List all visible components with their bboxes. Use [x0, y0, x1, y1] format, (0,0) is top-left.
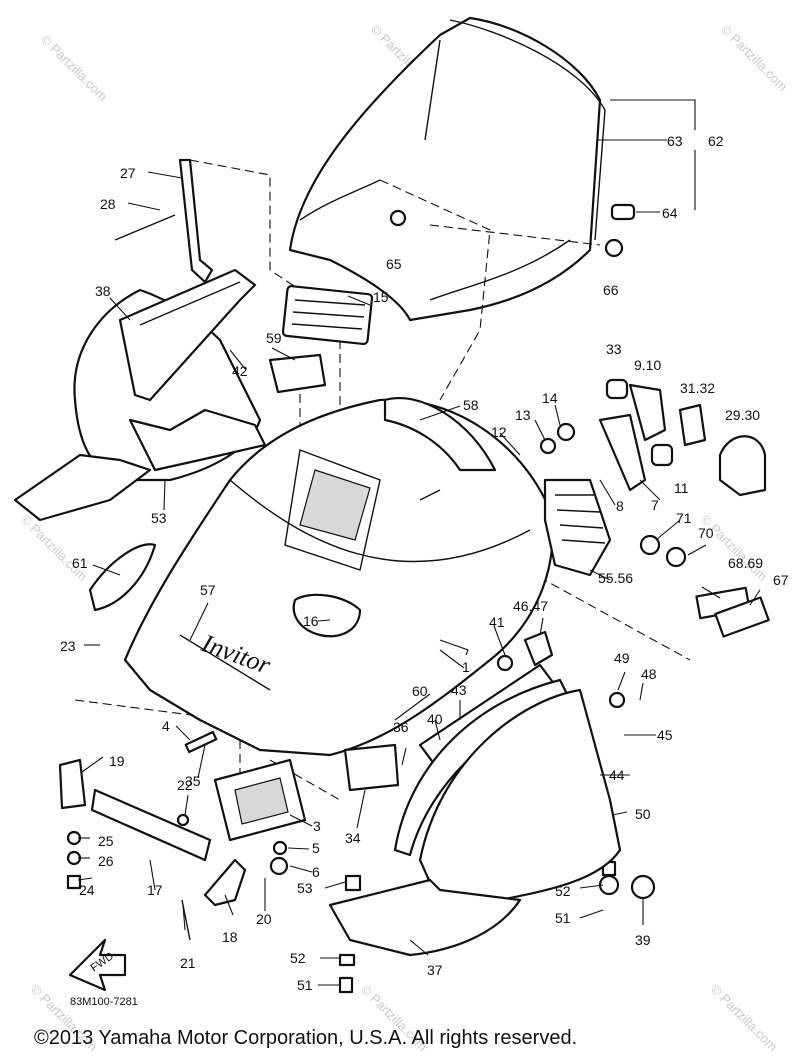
callout: 9.10: [634, 357, 661, 373]
callout: 50: [635, 806, 651, 822]
callout: 26: [98, 853, 114, 869]
callout: 61: [72, 555, 88, 571]
callout: 40: [427, 711, 443, 727]
main-hood: Invitor: [123, 398, 554, 757]
callout: 14: [542, 390, 558, 406]
callout: 18: [222, 929, 238, 945]
callout: 15: [373, 289, 389, 305]
callout: 52: [555, 883, 571, 899]
watermark: © Partzilla.com: [18, 512, 91, 585]
callout: 16: [303, 613, 319, 629]
callout: 64: [662, 205, 678, 221]
callout: 68.69: [728, 555, 763, 571]
diagram-code: 83M100-7281: [70, 996, 138, 1008]
callout: 24: [79, 882, 95, 898]
callout: 37: [427, 962, 443, 978]
windshield: [288, 16, 606, 322]
callout-labels: 1 3 4 5 6 7 8 9.10 11 12 13 14 15 16 17 …: [60, 133, 789, 993]
callout: 52: [290, 950, 306, 966]
callout: 49: [614, 650, 630, 666]
callout: 22: [177, 777, 193, 793]
right-small-parts: [496, 378, 770, 900]
part-61-decal: [88, 543, 157, 612]
copyright-notice: ©2013 Yamaha Motor Corporation, U.S.A. A…: [34, 1027, 577, 1049]
callout: 51: [555, 910, 571, 926]
watermark: © Partzilla.com: [698, 512, 771, 585]
callout: 19: [109, 753, 125, 769]
callout: 65: [386, 256, 402, 272]
callout: 17: [147, 882, 163, 898]
callout: 35: [185, 773, 201, 789]
part-55-56-grille: [543, 478, 612, 577]
leader-lines: [77, 99, 761, 986]
callout: 70: [698, 525, 714, 541]
callout: 13: [515, 407, 531, 423]
watermark: © Partzilla.com: [718, 22, 791, 95]
callout: 6: [312, 864, 320, 880]
callout: 43: [451, 682, 467, 698]
part-65-bolt: [389, 209, 407, 227]
callout: 71: [676, 510, 692, 526]
callout: 53: [297, 880, 313, 896]
callout: 27: [120, 165, 136, 181]
callout: 12: [491, 424, 507, 440]
lower-right-panel: [328, 663, 622, 957]
callout: 66: [603, 282, 619, 298]
callout: 48: [641, 666, 657, 682]
callout: 39: [635, 932, 651, 948]
callout: 5: [312, 840, 320, 856]
callout: 41: [489, 614, 505, 630]
part-27-strap: [178, 158, 214, 284]
callout: 11: [674, 480, 689, 496]
callout: 8: [616, 498, 624, 514]
callout: 25: [98, 833, 114, 849]
callout: 3: [313, 818, 321, 834]
part-28-spring: [114, 214, 176, 241]
callout: 7: [651, 497, 659, 513]
callout: 23: [60, 638, 76, 654]
left-side-panel: [13, 268, 267, 522]
callout: 20: [256, 911, 272, 927]
callout: 34: [345, 830, 361, 846]
callout: 42: [232, 363, 248, 379]
callout: 28: [100, 196, 116, 212]
callout: 4: [162, 718, 170, 734]
callout: 38: [95, 283, 111, 299]
part-59-pad: [268, 353, 327, 394]
callout: 67: [773, 572, 789, 588]
callout: 45: [657, 727, 673, 743]
callout: 58: [463, 397, 479, 413]
callout: 31.32: [680, 380, 715, 396]
part-64-clip: [610, 203, 636, 221]
watermark: © Partzilla.com: [708, 982, 781, 1055]
fwd-arrow: FWD: [68, 938, 127, 992]
callout: 21: [180, 955, 196, 971]
part-58-vent: [383, 397, 497, 472]
callout: 51: [297, 977, 313, 993]
part-66-nut: [604, 238, 624, 258]
callout: 59: [266, 330, 282, 346]
callout: 57: [200, 582, 216, 598]
callout: 62: [708, 133, 724, 149]
callout: 36: [393, 719, 409, 735]
callout: 1: [462, 659, 470, 675]
callout: 29.30: [725, 407, 760, 423]
callout: 55.56: [598, 570, 633, 586]
watermark: © Partzilla.com: [38, 32, 111, 105]
callout: 63: [667, 133, 683, 149]
callout: 60: [412, 683, 428, 699]
callout: 53: [151, 510, 167, 526]
callout: 44: [609, 767, 625, 783]
callout: 33: [606, 341, 622, 357]
callout: 46.47: [513, 598, 548, 614]
